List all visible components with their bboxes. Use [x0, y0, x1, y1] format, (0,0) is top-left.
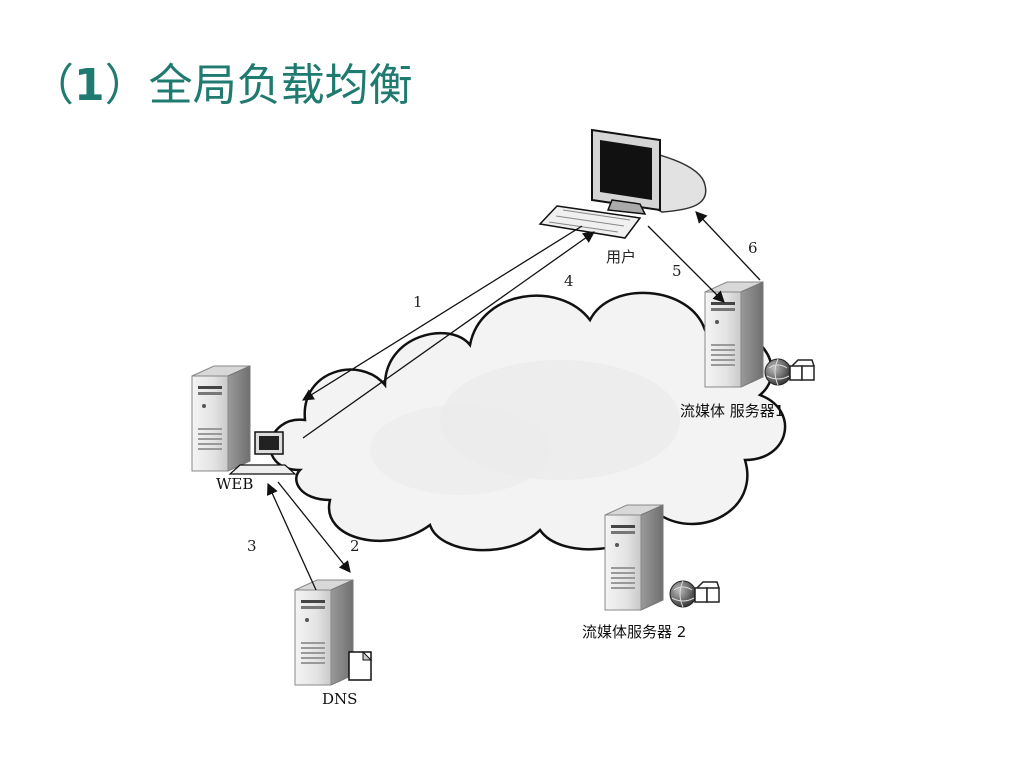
edge-6 — [695, 211, 761, 281]
edge-4 — [302, 231, 595, 439]
stream-server1-node: 流媒体 服务器1 — [680, 281, 815, 420]
edge-label-5: 5 — [672, 262, 682, 280]
stream-server2-node: 流媒体服务器 2 — [582, 504, 720, 641]
dns-server-icon — [294, 579, 354, 686]
media-globe-icon — [669, 580, 720, 608]
edge-label-3: 3 — [247, 537, 257, 555]
document-icon — [348, 650, 373, 681]
title-paren-close: ） — [104, 60, 149, 111]
stream-server1-icon — [704, 281, 764, 388]
dns-node: DNS — [294, 579, 373, 708]
title-number: 1 — [74, 60, 105, 111]
edge-1 — [302, 225, 583, 401]
web-node: WEB — [191, 365, 297, 493]
edge-5 — [647, 225, 725, 303]
edge-2 — [277, 481, 351, 573]
edge-label-6: 6 — [748, 239, 758, 257]
edge-label-1: 1 — [413, 293, 423, 311]
edge-3 — [267, 482, 317, 591]
user-label: 用户 — [606, 248, 636, 266]
stream-server1-label: 流媒体 服务器1 — [680, 402, 784, 420]
web-label: WEB — [216, 475, 253, 493]
title-paren-open: （ — [30, 60, 74, 111]
keyboard-icon — [538, 205, 642, 239]
pc-icon — [228, 431, 297, 475]
media-globe-icon — [764, 358, 815, 386]
slide-title: （1）全局负载均衡 — [30, 56, 413, 116]
title-text: 全局负载均衡 — [148, 60, 413, 111]
edges — [267, 211, 761, 591]
edge-label-2: 2 — [350, 537, 360, 555]
edge-label-4: 4 — [564, 272, 574, 290]
monitor-icon — [591, 128, 661, 215]
stream-server2-label: 流媒体服务器 2 — [582, 623, 686, 641]
stream-server2-icon — [604, 504, 664, 611]
web-server-icon — [191, 365, 251, 472]
dns-label: DNS — [322, 690, 357, 708]
user-node: 用户 — [538, 128, 707, 266]
